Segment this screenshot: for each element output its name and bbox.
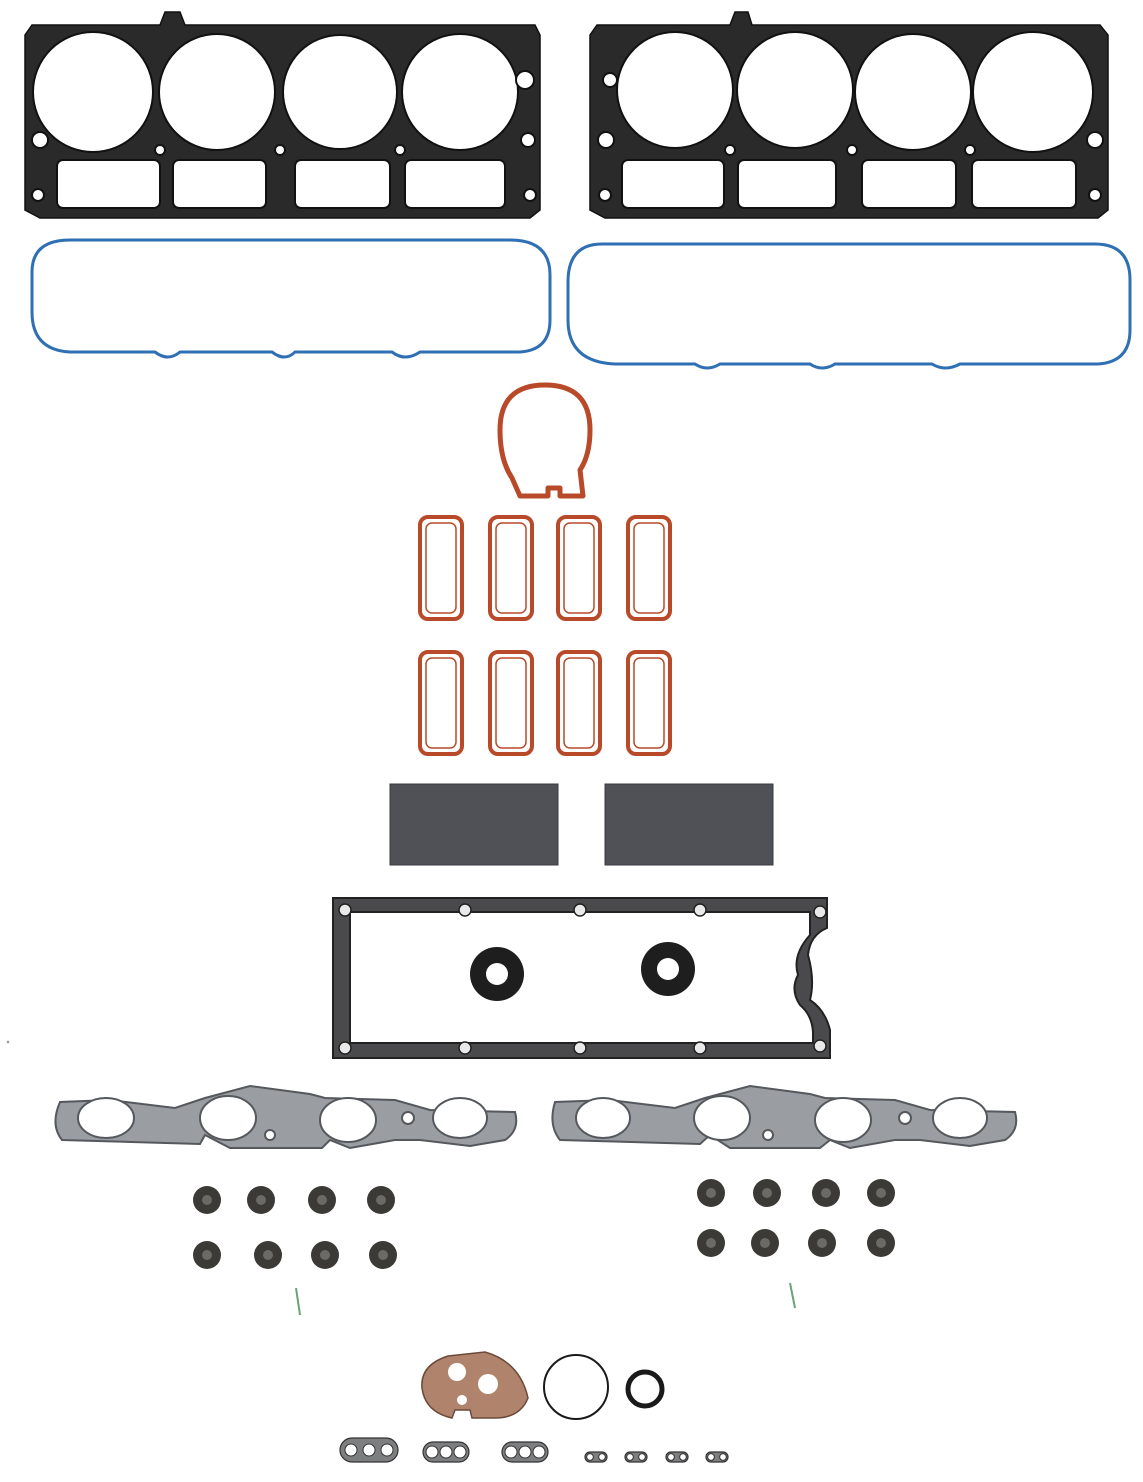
valve-stem-seal-center xyxy=(202,1250,212,1260)
intake-seal xyxy=(626,515,672,621)
valley-cover-gasket xyxy=(332,897,831,1059)
valve-stem-seal-group xyxy=(193,1179,895,1269)
bolt-hole xyxy=(813,905,827,919)
intake-seal xyxy=(418,515,464,621)
valve-stem-seal-center xyxy=(817,1238,827,1248)
valve-stem-seal-center xyxy=(378,1250,388,1260)
exhaust-gasket-right xyxy=(551,1084,1018,1150)
valve-stem-seal-center xyxy=(263,1250,273,1260)
egr-gasket xyxy=(421,1351,529,1419)
throttle-body-gasket xyxy=(497,382,593,499)
small-gasket xyxy=(501,1441,549,1463)
valve-stem-seal-center xyxy=(762,1188,772,1198)
valve-stem-seal-center xyxy=(376,1195,386,1205)
green-marker-left xyxy=(295,1287,301,1316)
bolt-hole xyxy=(693,1041,707,1055)
bolt-hole xyxy=(813,1039,827,1053)
head-gasket-right xyxy=(589,11,1109,219)
bolt-hole xyxy=(458,903,472,917)
valve-cover-seal-right xyxy=(566,242,1132,370)
bolt-hole xyxy=(338,903,352,917)
valley-bolt-holes xyxy=(338,903,827,1055)
intake-seal xyxy=(556,515,602,621)
o-ring-small xyxy=(625,1369,665,1409)
small-gasket xyxy=(624,1451,648,1463)
valve-stem-seal-center xyxy=(876,1188,886,1198)
small-gasket xyxy=(705,1451,729,1463)
valve-stem-seal-center xyxy=(320,1250,330,1260)
intake-seal-inner xyxy=(633,522,665,614)
intake-seal-inner xyxy=(425,657,457,749)
intake-seal xyxy=(488,515,534,621)
intake-seal-inner xyxy=(633,657,665,749)
small-gasket xyxy=(584,1451,608,1463)
bolt-hole xyxy=(573,903,587,917)
intake-seal-group xyxy=(418,515,672,756)
foam-pad-left xyxy=(389,783,559,866)
foam-pad-right xyxy=(604,783,774,866)
o-ring-large xyxy=(543,1354,609,1420)
valve-stem-seal-center xyxy=(876,1238,886,1248)
speck xyxy=(6,1040,10,1044)
valve-stem-seal-center xyxy=(706,1188,716,1198)
intake-seal-inner xyxy=(425,522,457,614)
valve-stem-seal-center xyxy=(202,1195,212,1205)
small-gasket xyxy=(339,1437,399,1463)
intake-seal-inner xyxy=(563,657,595,749)
bolt-hole xyxy=(338,1041,352,1055)
intake-seal xyxy=(418,650,464,756)
bolt-hole xyxy=(573,1041,587,1055)
intake-seal xyxy=(556,650,602,756)
intake-seal xyxy=(488,650,534,756)
intake-seal-inner xyxy=(563,522,595,614)
valve-cover-seal-left xyxy=(30,238,552,359)
valve-stem-seal-center xyxy=(760,1238,770,1248)
intake-seal-inner xyxy=(495,657,527,749)
small-gasket xyxy=(422,1441,470,1463)
head-gasket-left xyxy=(24,11,541,219)
bolt-hole xyxy=(458,1041,472,1055)
exhaust-gasket-left xyxy=(54,1084,518,1150)
valve-stem-seal-center xyxy=(706,1238,716,1248)
valve-stem-seal-center xyxy=(256,1195,266,1205)
valve-stem-seal-center xyxy=(821,1188,831,1198)
bolt-hole xyxy=(693,903,707,917)
intake-seal xyxy=(626,650,672,756)
small-gasket-group xyxy=(339,1437,729,1463)
intake-seal-inner xyxy=(495,522,527,614)
valve-stem-seal-center xyxy=(317,1195,327,1205)
green-marker-right xyxy=(789,1282,796,1309)
small-gasket xyxy=(665,1451,689,1463)
